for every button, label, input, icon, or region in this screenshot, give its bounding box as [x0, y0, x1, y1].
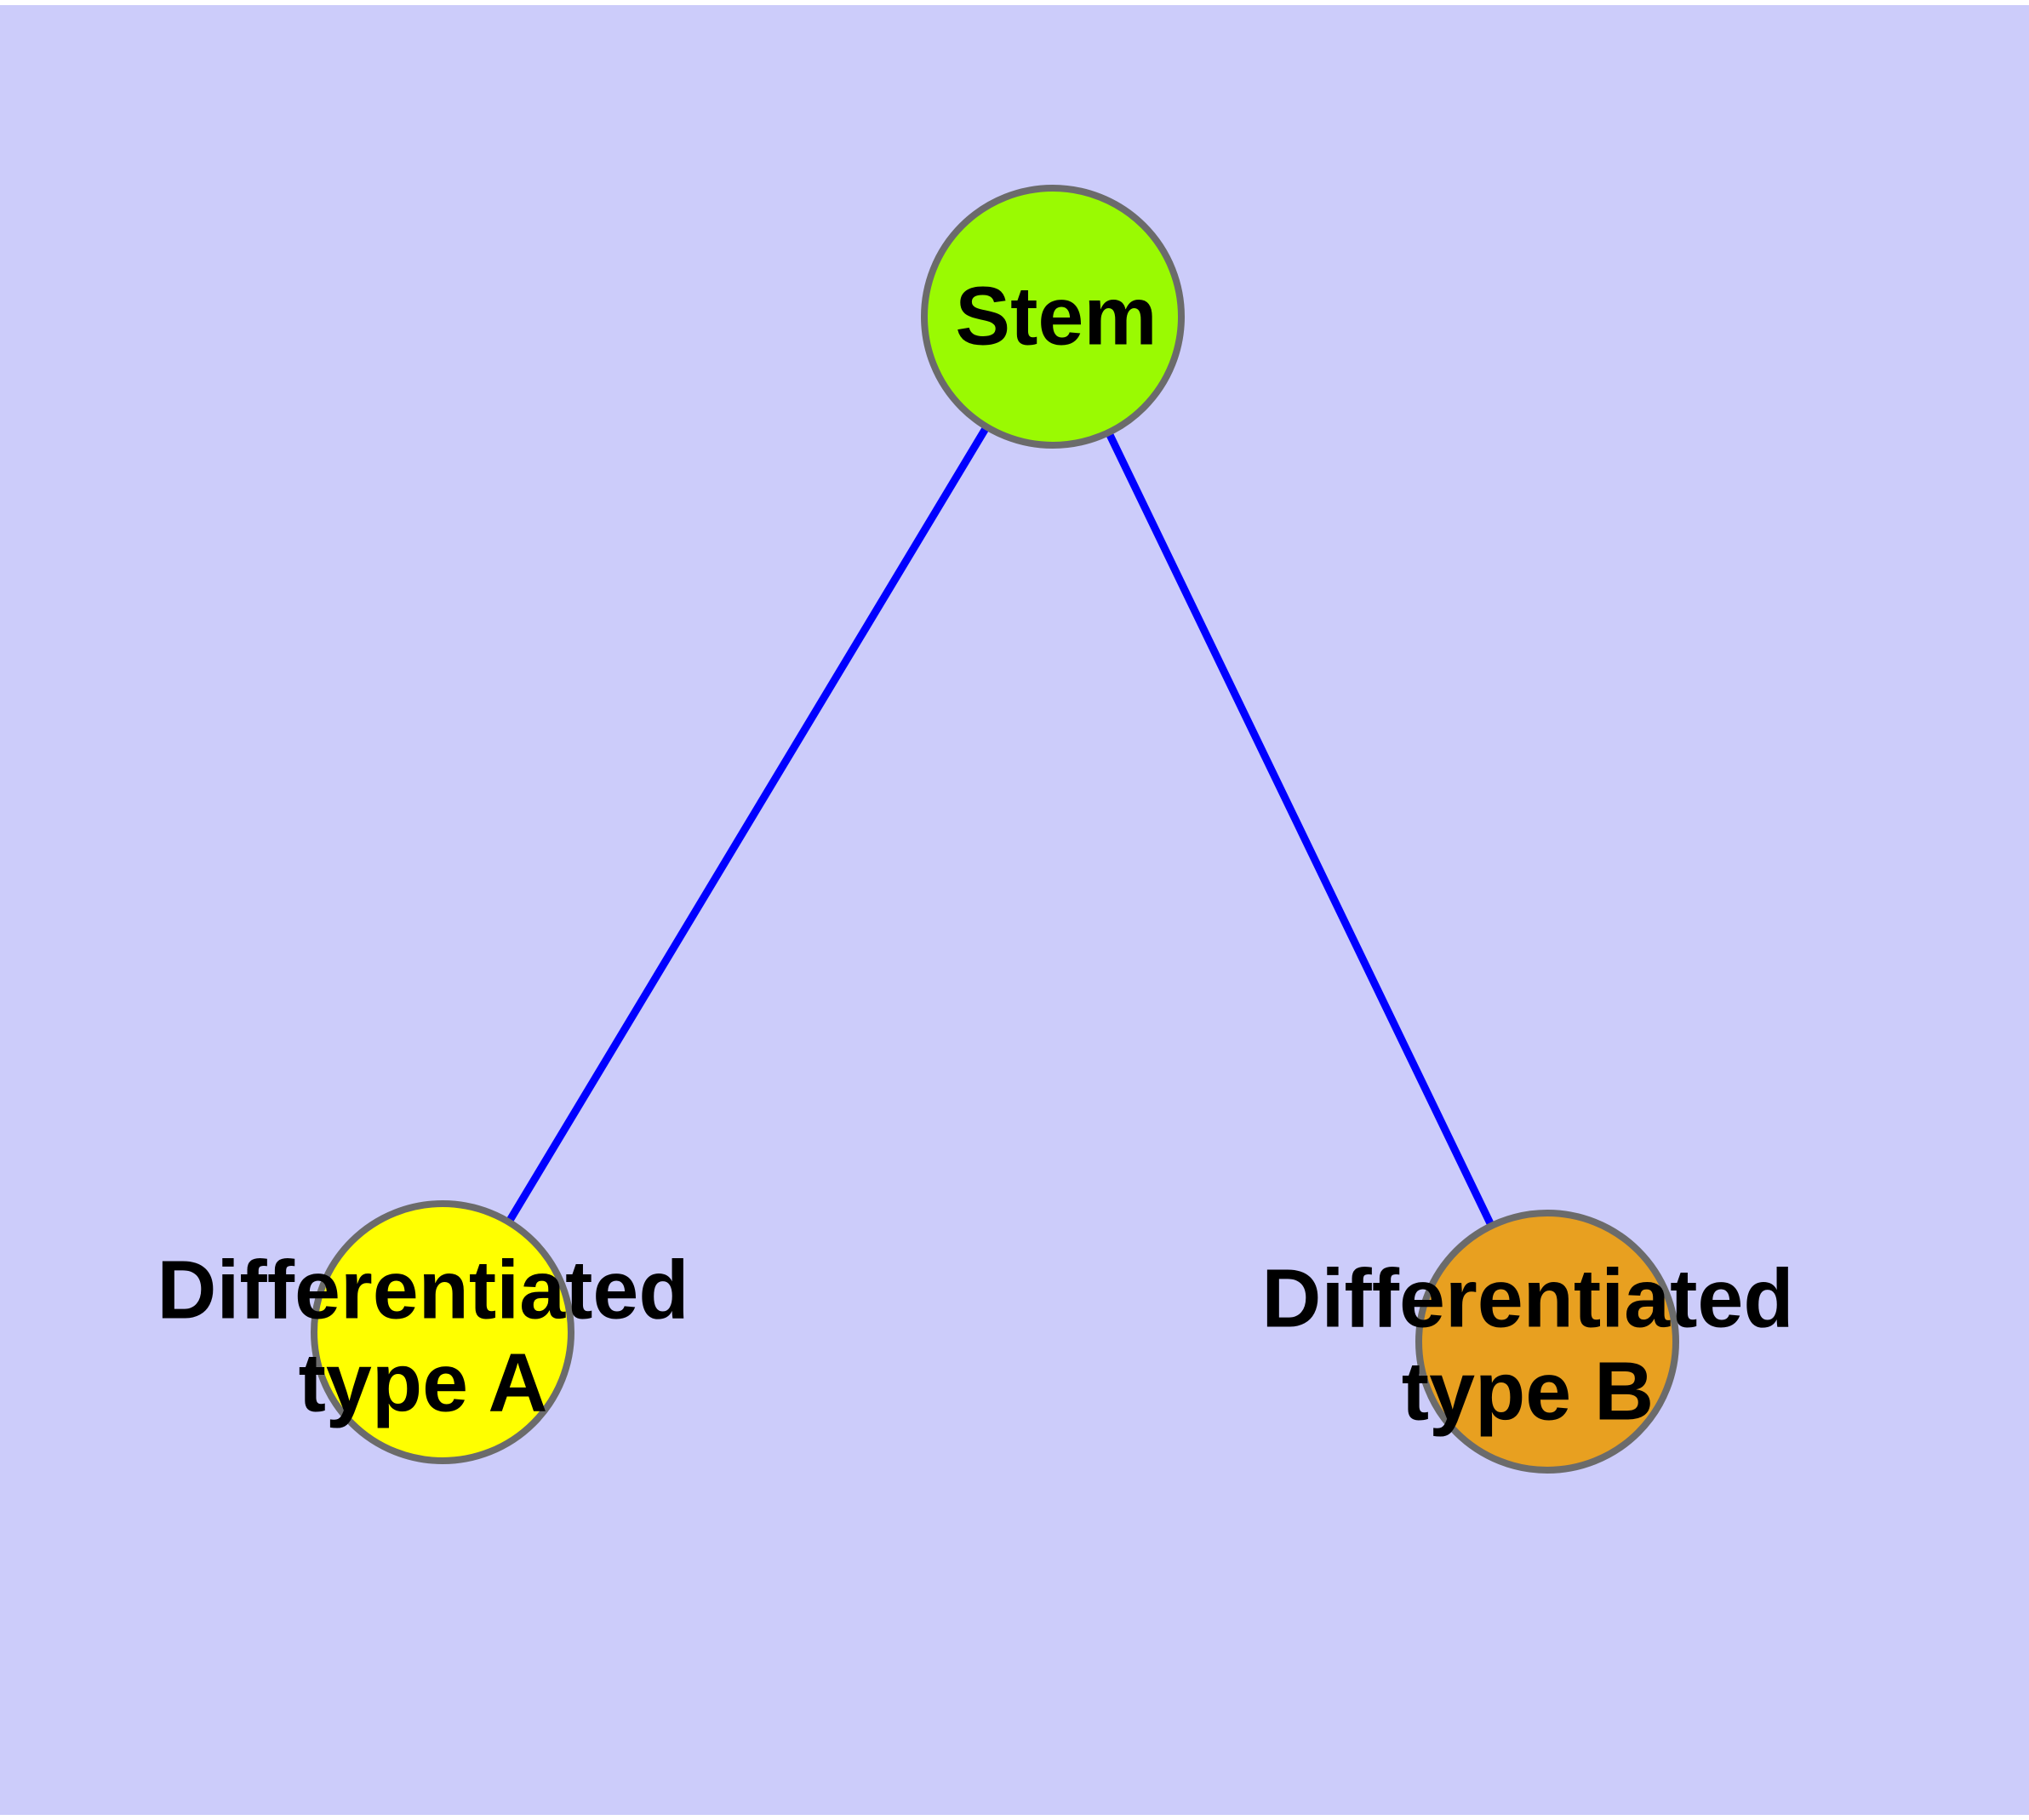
graph-edge-stem-to-b[interactable]	[1049, 315, 1552, 1343]
graph-edge-stem-to-a[interactable]	[439, 314, 1056, 1335]
nodes-group	[311, 185, 1679, 1474]
graph-node-stem[interactable]	[921, 185, 1185, 449]
graph-node-diff_b[interactable]	[1415, 1210, 1679, 1474]
graph-node-diff_a[interactable]	[311, 1200, 574, 1464]
edges-group	[439, 314, 1552, 1343]
